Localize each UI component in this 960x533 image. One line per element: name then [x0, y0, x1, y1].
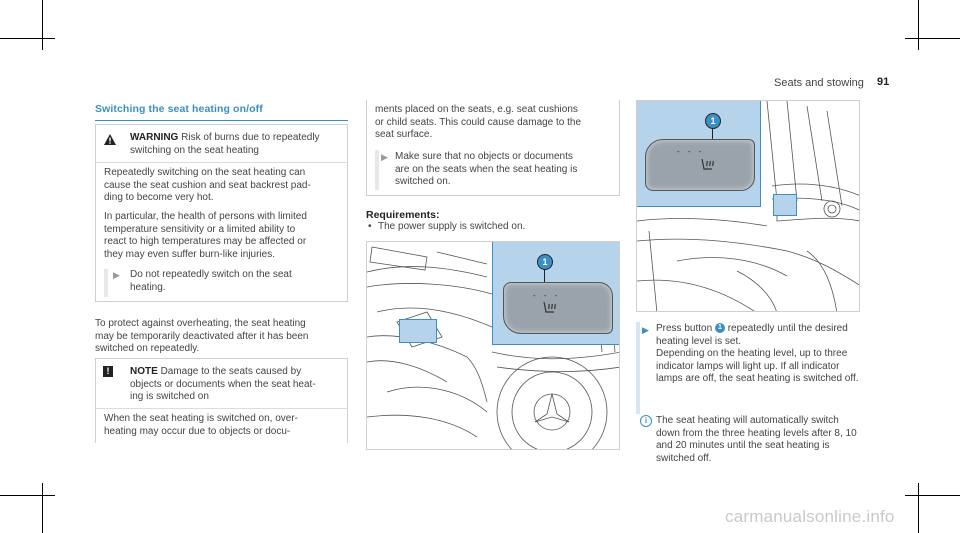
text-line: react to high temperatures may be affect…: [104, 236, 307, 247]
note-box: [95, 358, 348, 443]
page-number: 91: [877, 76, 890, 88]
text-line: Repeatedly switching on the seat heating…: [104, 167, 306, 178]
info-paragraph: The seat heating will automatically swit…: [656, 415, 881, 465]
seat-button-highlight: [773, 194, 797, 216]
seat-heating-icon: [543, 301, 556, 313]
callout-panel: 1 - - -: [492, 242, 619, 345]
note-action: Make sure that no objects or documents a…: [395, 151, 615, 189]
text-line: Depending on the heating level, up to th…: [656, 348, 848, 359]
text-line: may be temporarily deactivated after it …: [95, 330, 309, 342]
text-line: they may even suffer burn-like injuries.: [104, 248, 276, 260]
text-line: Make sure that no objects or documents: [395, 151, 573, 162]
text-line: To protect against overheating, the seat…: [95, 318, 306, 329]
note-text: objects or documents when the seat heat-: [130, 378, 316, 390]
step-bar: [636, 322, 640, 414]
text-line: switched on.: [395, 176, 451, 187]
note-box-continued: [366, 100, 620, 196]
text-line: or child seats. This could cause damage …: [375, 116, 582, 128]
button-1-badge: 1: [714, 323, 725, 334]
section-title: Switching the seat heating on/off: [95, 103, 263, 115]
info-icon: i: [640, 415, 652, 427]
text-line: ments placed on the seats, e.g. seat cus…: [375, 104, 578, 115]
door-illustration: 1 - - -: [636, 100, 860, 312]
text-line: lamps are off, the seat heating is switc…: [656, 373, 859, 384]
callout-badge: 1: [537, 254, 553, 270]
note-text: ing is switched on: [130, 391, 209, 402]
indicator-lamps: - - -: [677, 147, 705, 156]
note-label: NOTE: [130, 366, 158, 377]
divider: [95, 408, 348, 409]
text-line: The seat heating will automatically swit…: [656, 415, 839, 426]
requirements-title: Requirements:: [366, 209, 440, 221]
crop-mark: [918, 483, 919, 533]
warning-text: Risk of burns due to repeatedly: [181, 132, 320, 143]
dashboard-illustration: 1 - - -: [366, 241, 620, 450]
warning-action: Do not repeatedly switch on the seat hea…: [130, 269, 340, 294]
action-bar: [375, 150, 379, 190]
callout-panel: 1 - - -: [637, 101, 761, 207]
note-paragraph: When the seat heating is switched on, ov…: [104, 413, 344, 438]
action-arrow-icon: ▶: [113, 270, 120, 280]
crop-mark: [0, 38, 55, 39]
action-bar: [104, 269, 108, 297]
text-line: ding to become very hot.: [104, 192, 214, 203]
text-line: switched on repeatedly.: [95, 343, 200, 354]
note-continued: ments placed on the seats, e.g. seat cus…: [375, 104, 615, 142]
seat-heating-icon: [701, 158, 714, 170]
action-arrow-icon: ▶: [381, 152, 388, 162]
step-first-line: Press button 1 repeatedly until the desi…: [656, 323, 881, 336]
seat-button-highlight: [399, 319, 437, 343]
callout-badge: 1: [705, 113, 721, 129]
crop-mark: [905, 38, 960, 39]
seat-heating-button: [503, 282, 613, 334]
indicator-lamps: - - -: [533, 291, 561, 300]
door-drawing: [637, 101, 859, 311]
text-line: When the seat heating is switched on, ov…: [104, 413, 298, 424]
section-rule: [95, 120, 348, 121]
crop-mark: [905, 495, 960, 496]
text-line: temperature sensitivity or a limited abi…: [104, 223, 296, 235]
crop-mark: [42, 0, 43, 50]
crop-mark: [918, 0, 919, 50]
box-bottom: [95, 301, 348, 302]
seat-heating-button: [645, 139, 755, 191]
text-line: Do not repeatedly switch on the seat: [130, 269, 292, 280]
text-line: In particular, the health of persons wit…: [104, 211, 307, 222]
warning-label: WARNING: [130, 132, 179, 143]
text-line: heating.: [130, 281, 166, 293]
note-text: Damage to the seats caused by: [160, 366, 302, 377]
text-line: indicator lamps will light up. If all in…: [656, 360, 840, 372]
watermark: carmanualsonline.info: [725, 507, 895, 526]
body-paragraph: To protect against overheating, the seat…: [95, 318, 350, 356]
action-arrow-icon: ▶: [642, 325, 649, 335]
requirements-item: The power supply is switched on.: [378, 221, 526, 232]
running-header: Seats and stowing: [774, 77, 864, 89]
text-fragment: repeatedly until the desired: [727, 323, 848, 334]
text-line: seat surface.: [375, 129, 433, 140]
text-line: down from the three heating levels after…: [656, 427, 857, 439]
warning-paragraph: In particular, the health of persons wit…: [104, 211, 344, 261]
warning-paragraph: Repeatedly switching on the seat heating…: [104, 167, 344, 205]
crop-mark: [42, 483, 43, 533]
warning-text: switching on the seat heating: [130, 144, 259, 156]
crop-mark: [0, 495, 55, 496]
text-line: switched off.: [656, 452, 712, 464]
warning-box: [95, 124, 348, 302]
text-fragment: Press button: [656, 323, 713, 334]
text-line: heating level is set.: [656, 335, 742, 347]
divider: [95, 162, 348, 163]
warning-triangle-icon: [104, 134, 116, 145]
note-square-icon: !: [103, 366, 113, 377]
text-line: and 20 minutes until the seat heating is: [656, 440, 830, 451]
step-instruction: Press button 1 repeatedly until the desi…: [656, 323, 881, 386]
requirements-bullet: •: [368, 221, 372, 232]
text-line: cause the seat cushion and seat backrest…: [104, 179, 311, 191]
text-line: heating may occur due to objects or docu…: [104, 425, 291, 437]
warning-heading: WARNING Risk of burns due to repeatedly …: [130, 132, 345, 157]
text-line: are on the seats when the seat heating i…: [395, 163, 578, 175]
callout-line: [544, 269, 545, 291]
note-heading: NOTE Damage to the seats caused by objec…: [130, 366, 345, 404]
